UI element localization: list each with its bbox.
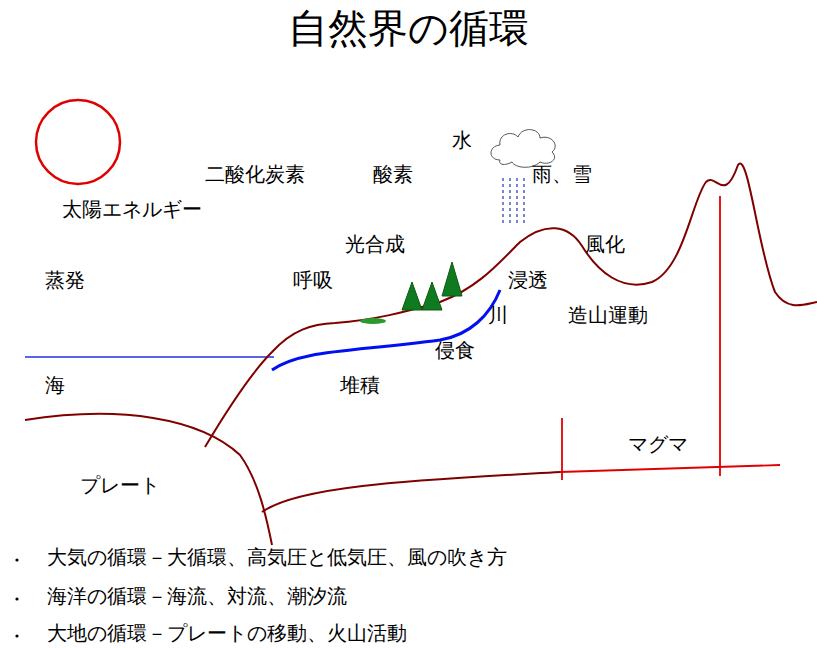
cycle-label: 酸素 [373, 162, 413, 186]
plate [25, 414, 272, 545]
cycle-label: 雨、雪 [532, 162, 592, 186]
cycle-label: 侵食 [435, 338, 475, 362]
cycle-label: 呼吸 [293, 268, 333, 292]
cycle-label: 水 [452, 128, 472, 152]
trees [402, 262, 462, 310]
bullet-note: 大地の循環－プレートの移動、火山活動 [47, 621, 407, 645]
bullet-note: 大気の循環－大循環、高気圧と低気圧、風の吹き方 [47, 545, 507, 569]
sun [36, 100, 120, 184]
cycle-label: 光合成 [345, 232, 405, 256]
cloud [491, 130, 555, 168]
cycle-label: マグマ [628, 432, 688, 456]
cycle-label: 堆積 [340, 373, 380, 397]
cycle-label: 川 [488, 303, 508, 327]
cycle-label: プレート [80, 473, 160, 497]
cycle-label: 海 [45, 373, 65, 397]
grass [360, 318, 386, 324]
cycle-label: 太陽エネルギー [62, 197, 202, 221]
bullet-note: 海洋の循環－海流、対流、潮汐流 [47, 584, 347, 608]
cycle-label: 二酸化炭素 [205, 162, 305, 186]
volcano-vent [719, 196, 721, 476]
river [272, 290, 500, 370]
diagram-title: 自然界の循環 [288, 4, 529, 52]
plate-top [262, 472, 560, 512]
land-surface [205, 163, 817, 447]
sea-surface [25, 356, 274, 358]
cycle-label: 造山運動 [568, 303, 648, 327]
bullets [15, 558, 18, 637]
magma-layer [560, 465, 780, 472]
rain [503, 178, 524, 224]
magma-vent [561, 418, 563, 480]
cycle-label: 蒸発 [45, 268, 85, 292]
cycle-label: 浸透 [508, 268, 548, 292]
cycle-label: 風化 [585, 232, 625, 256]
